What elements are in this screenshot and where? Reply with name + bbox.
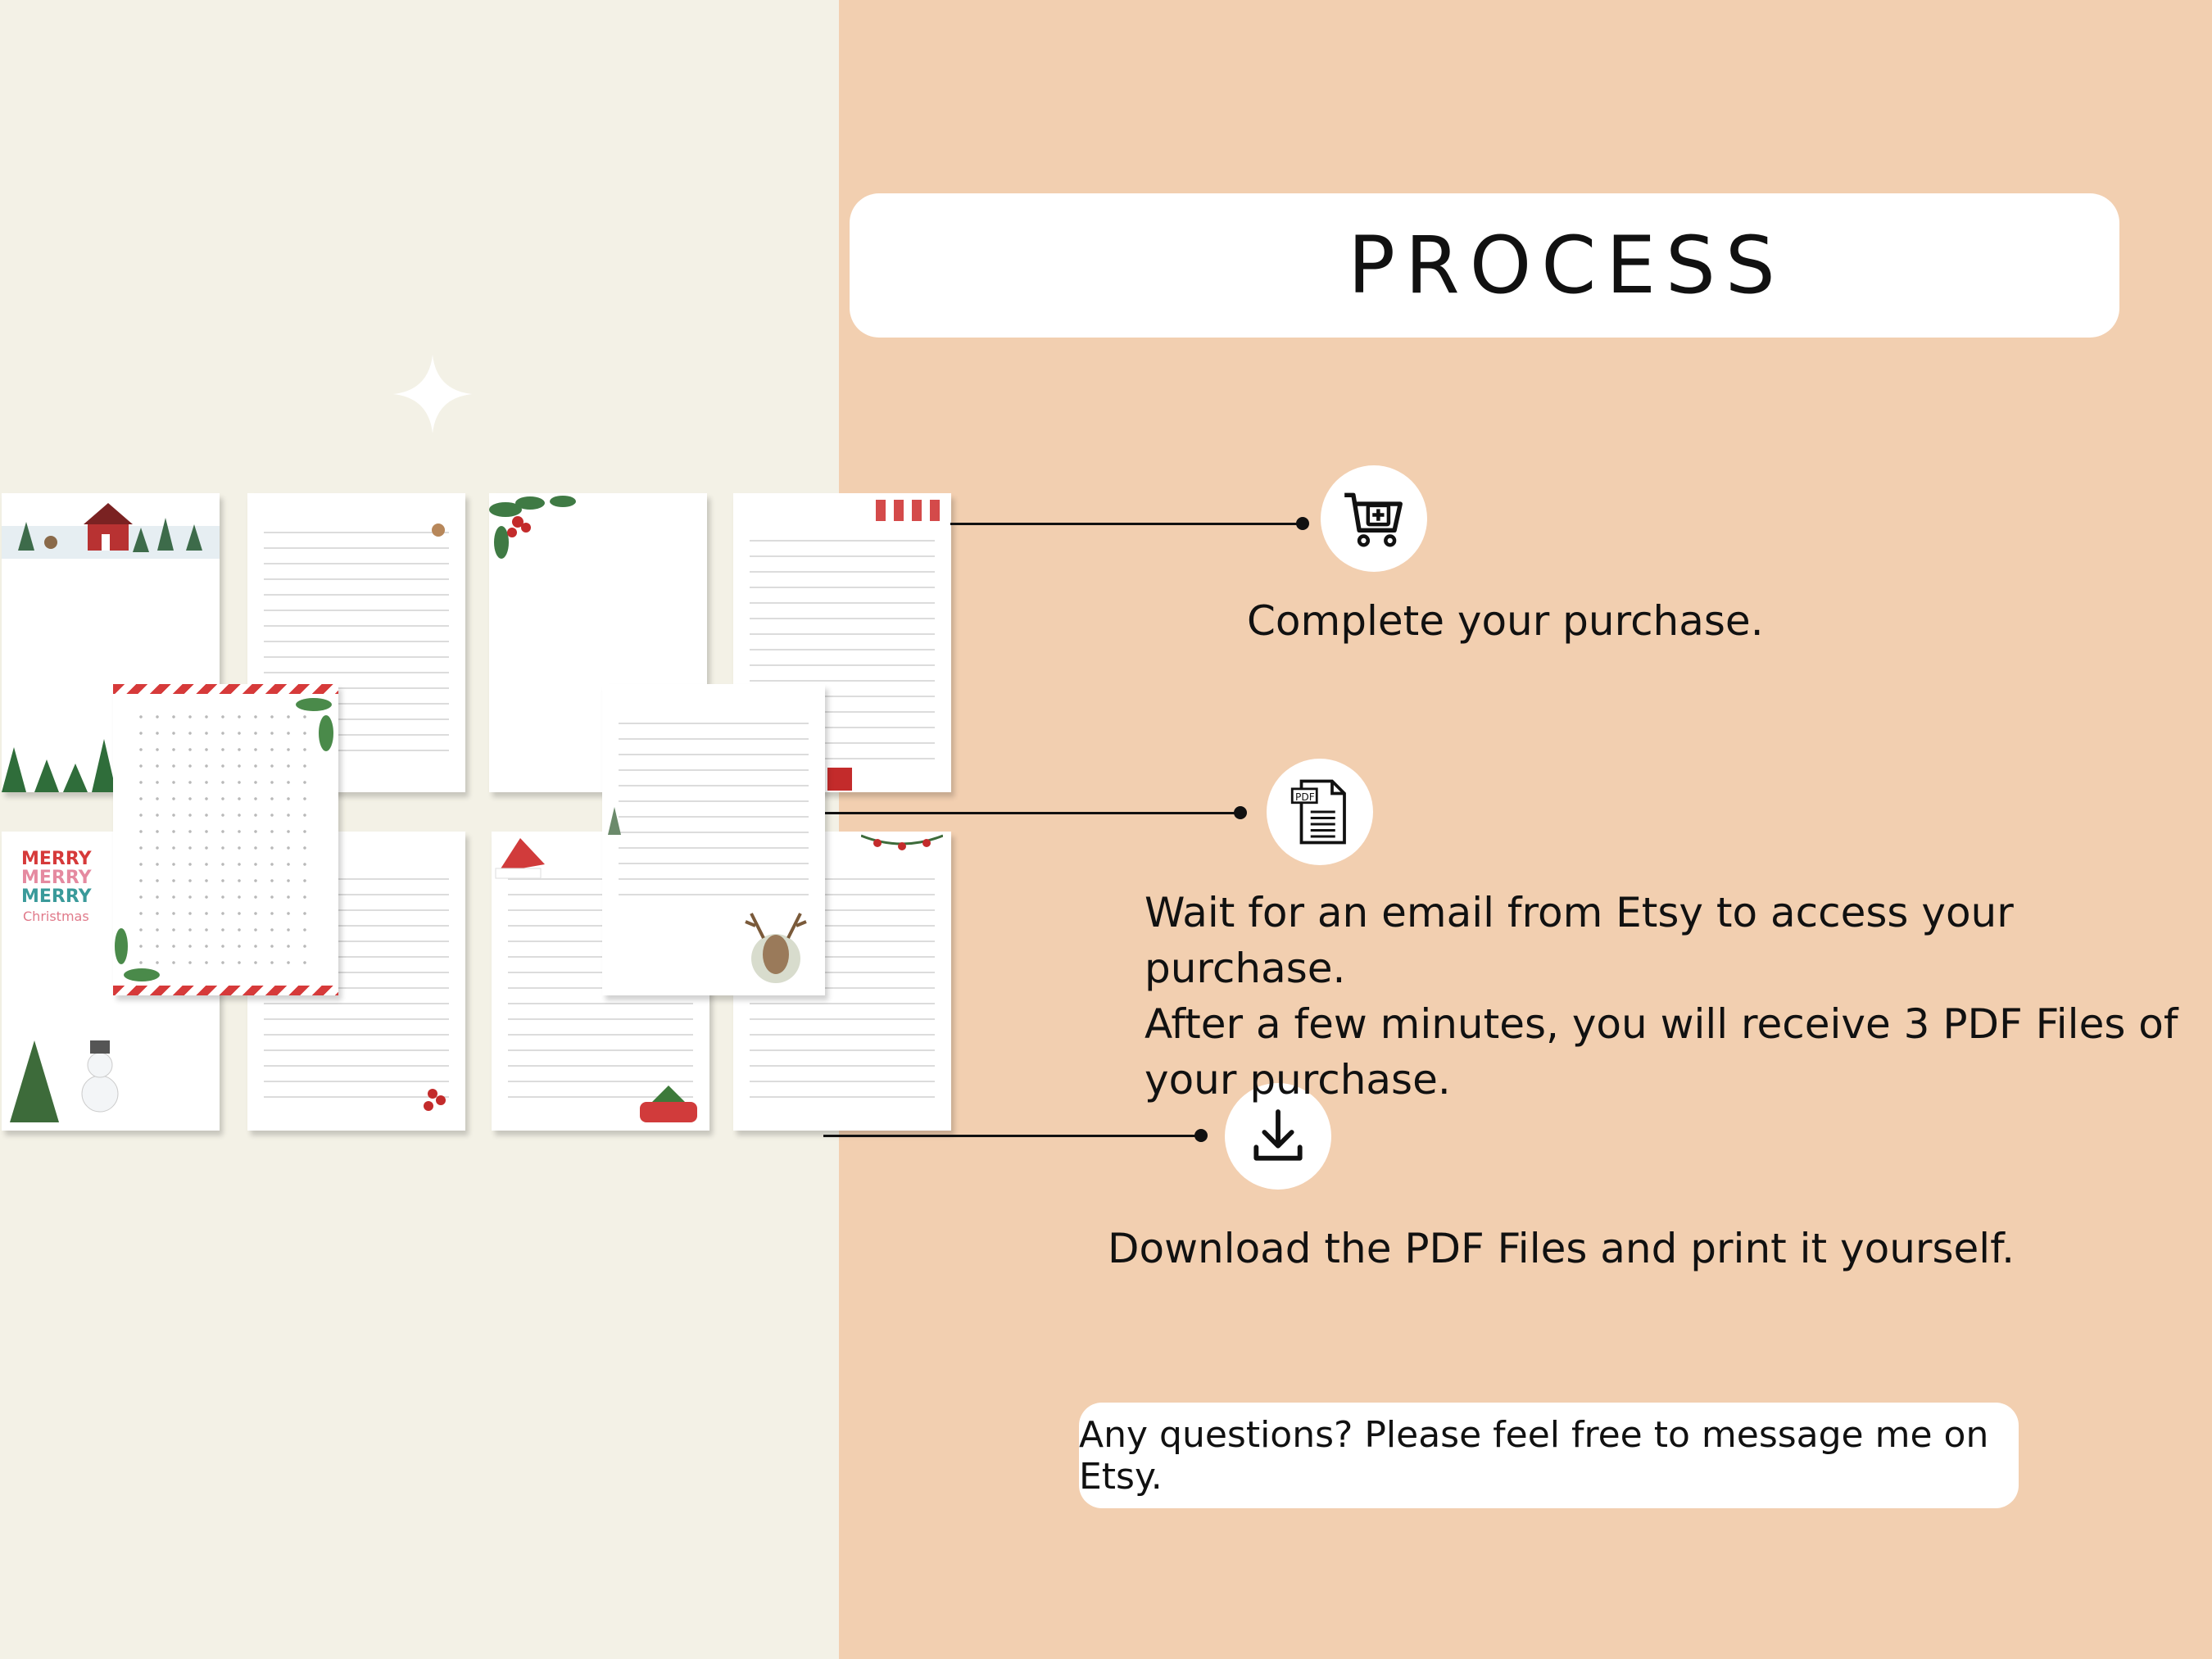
merry-line-1: MERRY <box>21 849 92 869</box>
step-3-icon-circle <box>1225 1083 1331 1190</box>
preview-page-reindeer <box>602 684 825 995</box>
stockings-icon <box>876 500 940 521</box>
svg-text:PDF: PDF <box>1295 791 1315 803</box>
garland-icon <box>861 834 943 850</box>
merry-line-4: Christmas <box>23 909 89 924</box>
red-car-icon <box>640 1086 697 1122</box>
step-2-line-2: After a few minutes, you will receive 3 … <box>1145 1000 2178 1048</box>
tree-snowman-illustration <box>10 1040 119 1122</box>
download-icon <box>1253 1109 1303 1161</box>
winter-cabin-illustration <box>2 503 220 792</box>
connector-line-2 <box>825 812 1243 814</box>
step-2-line-1: Wait for an email from Etsy to access yo… <box>1145 889 2014 992</box>
step-1-text: Complete your purchase. <box>1247 597 1764 645</box>
connector-dot-2 <box>1234 806 1247 819</box>
sparkle-icon <box>393 355 472 433</box>
santa-hat-icon <box>495 838 545 879</box>
connector-line-3 <box>823 1135 1202 1137</box>
holly-leaves-icon <box>115 928 160 981</box>
reindeer-icon <box>745 913 807 983</box>
holly-leaves-icon <box>296 698 333 751</box>
step-3-text: Download the PDF Files and print it your… <box>1108 1225 2015 1272</box>
page-title: PROCESS <box>1348 220 1785 311</box>
pdf-file-icon: PDF <box>1290 779 1346 845</box>
step-2-line-3: your purchase. <box>1145 1056 1451 1104</box>
contact-banner: Any questions? Please feel free to messa… <box>1079 1403 2019 1508</box>
contact-text: Any questions? Please feel free to messa… <box>1079 1413 1989 1498</box>
merry-line-2: MERRY <box>21 868 92 888</box>
connector-dot-3 <box>1194 1129 1208 1142</box>
title-banner: PROCESS <box>850 193 2119 338</box>
connector-line-1 <box>950 523 1299 525</box>
deer-icon <box>432 524 445 537</box>
connector-dot-1 <box>1296 517 1309 530</box>
small-tree-icon <box>608 807 621 835</box>
step-1-icon-circle <box>1321 465 1427 572</box>
holly-corner-icon <box>489 496 576 559</box>
step-2-icon-circle: PDF <box>1267 759 1373 865</box>
berries-icon <box>424 1089 446 1111</box>
merry-line-3: MERRY <box>21 886 92 907</box>
step-2-text: Wait for an email from Etsy to access yo… <box>1145 885 2212 1108</box>
preview-page-dotted-candycane <box>113 684 338 995</box>
shopping-cart-plus-icon <box>1344 492 1403 547</box>
gift-icon <box>827 768 852 791</box>
